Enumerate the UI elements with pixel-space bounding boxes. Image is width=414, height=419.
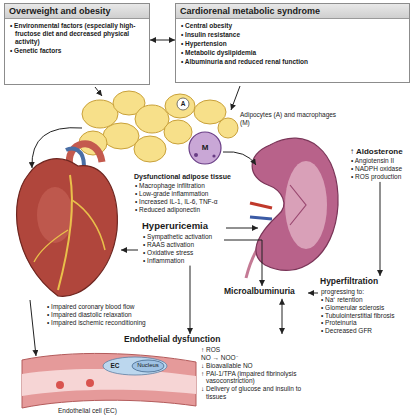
block-heading: Dysfunctional adipose tissue (134, 173, 238, 181)
block-item: • Impaired diastolic relaxation (46, 311, 160, 319)
concept-block: Hyperfiltrationprogressing to:• Na⁺ rete… (318, 276, 411, 336)
kidney-outline (252, 138, 338, 270)
red-cell (56, 381, 64, 389)
block-item: NO → NOO⁻ (200, 354, 304, 362)
adipocyte (134, 136, 166, 162)
callout-letter: Nucleus (137, 362, 159, 369)
block-heading: Cardiorenal metabolic syndrome (176, 4, 409, 19)
block-heading: Overweight and obesity (5, 4, 149, 19)
part-label: Endothelial cell (EC) (58, 407, 117, 415)
block-item: • Decreased GFR (320, 327, 409, 335)
block-item: ↓ Delivery of glucose and insulin to tis… (200, 385, 304, 401)
block-item: • Glomerular sclerosis (320, 304, 409, 312)
arrow (30, 300, 36, 356)
arrow (223, 152, 256, 165)
block-item: • Low-grade inflammation (134, 190, 238, 198)
block-heading: Microalbuminuria (224, 287, 306, 297)
vessel-lumen (22, 369, 196, 396)
block-heading: ↑ Aldosterone (350, 147, 409, 156)
block-item: • Angiotensin II (350, 157, 409, 165)
arrow (95, 87, 102, 96)
vessel-wall (22, 353, 196, 408)
flow-arrow (380, 182, 381, 276)
block-item: • Genetic factors (5, 47, 149, 55)
coronary-vessel (72, 200, 105, 250)
macrophage-granule (194, 153, 198, 157)
picture-arrows (30, 86, 258, 356)
blood-vessel (22, 353, 196, 408)
part-label: Adipocytes (A) and macrophages (M) (240, 111, 340, 127)
block-item: • ROS production (350, 173, 409, 181)
flow-arrow (190, 266, 191, 334)
renal-artery (250, 203, 272, 208)
concept-block: Dysfunctional adipose tissue• Macrophage… (132, 172, 240, 215)
block-item: progressing to: (320, 288, 409, 296)
block-heading: Hyperuricemia (142, 221, 222, 232)
renal-pyramid (290, 185, 306, 225)
macrophage-granule (212, 154, 215, 157)
block-item: • Impaired ischemic reconditioning (46, 319, 160, 327)
block-item: • Na⁺ retention (320, 296, 409, 304)
macrophage (189, 132, 221, 164)
block-item: • Sympathetic activation (142, 233, 222, 241)
kidney (246, 138, 338, 278)
concept-block: ↑ Aldosterone• Angiotensin II• NADPH oxi… (348, 146, 411, 182)
coronary-vessel (34, 230, 68, 262)
block-heading: Hyperfiltration (320, 277, 409, 287)
label-ring (177, 98, 189, 110)
heart-highlight (37, 187, 73, 243)
info-box: Cardiorenal metabolic syndrome • Central … (175, 3, 410, 83)
block-item: • Oxidative stress (142, 249, 222, 257)
block-item: ↑ ROS (200, 346, 304, 354)
block-item: • Macrophage infiltration (134, 182, 238, 190)
block-item: • Impaired coronary blood flow (46, 303, 160, 311)
adipocyte (164, 120, 192, 144)
block-item: • NADPH oxidase (350, 165, 409, 173)
block-item: • Reduced adiponectin (134, 206, 238, 214)
block-item: • Increased IL-1, IL-6, TNF-α (134, 198, 238, 206)
callout-letter: A (181, 100, 186, 108)
block-item: • Tubulointerstitial fibrosis (320, 312, 409, 320)
arrow (231, 86, 240, 110)
concept-block: Microalbuminuria (222, 286, 308, 299)
red-cell (86, 379, 94, 387)
renal-cortex (285, 161, 327, 249)
arrow (226, 228, 258, 229)
endothelial-cell (103, 357, 167, 375)
block-item: ↓ Bioavailable NO (200, 362, 304, 370)
arrow (121, 250, 138, 251)
callout-letter: M (202, 143, 209, 153)
flow-arrow (224, 240, 262, 286)
heart-outline (17, 159, 118, 297)
block-item: ↑ PAI-1/TPA (impaired fibrinolysis vasoc… (200, 370, 304, 386)
adipocyte (103, 123, 139, 149)
flow-arrow (150, 40, 175, 41)
nucleus (132, 360, 164, 372)
callout-letter: EC (110, 362, 119, 370)
block-item: • Albuminuria and reduced renal function (176, 58, 409, 66)
block-item: • Proteinuria (320, 319, 409, 327)
flow-arrow (282, 299, 283, 334)
flow-arrow (308, 293, 318, 294)
info-box: Overweight and obesity • Environmental fa… (4, 3, 150, 85)
concept-block: • Impaired coronary blood flow• Impaired… (44, 302, 162, 328)
block-item: • Environmental factors (especially high… (5, 22, 149, 46)
adipocyte (135, 105, 169, 133)
adipocyte (165, 94, 195, 118)
block-item: • RAAS activation (142, 241, 222, 249)
block-item: • Insulin resistance (176, 31, 409, 39)
block-heading: Endothelial dysfunction (124, 335, 304, 345)
block-item: • Inflammation (142, 257, 222, 265)
concept-block: Hyperuricemia• Sympathetic activation• R… (140, 220, 224, 266)
block-item: • Central obesity (176, 22, 409, 30)
renal-vein (250, 217, 272, 219)
arrow (32, 128, 82, 168)
adipocyte (218, 118, 238, 138)
block-item: • Metabolic dyslipidemia (176, 49, 409, 57)
block-item: • Hypertension (176, 40, 409, 48)
